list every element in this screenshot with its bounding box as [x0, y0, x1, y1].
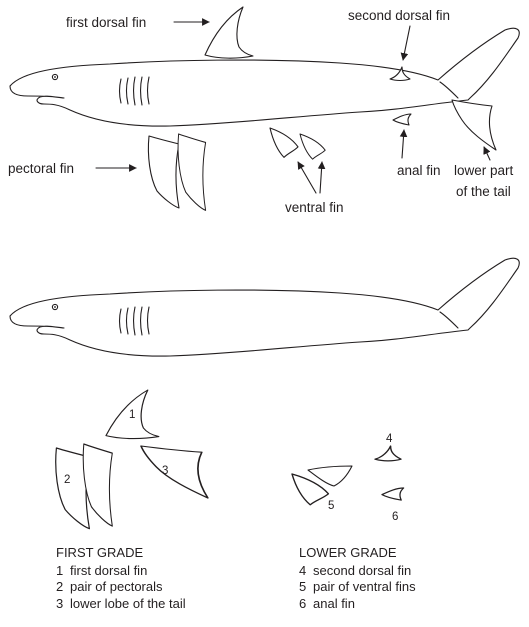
label-ventral-fin: ventral fin	[285, 162, 344, 215]
fin-4-second-dorsal: 4	[375, 433, 401, 461]
label-second-dorsal-fin: second dorsal fin	[348, 8, 450, 60]
label-first-dorsal-fin: first dorsal fin	[66, 15, 209, 30]
label-anal-fin: anal fin	[397, 130, 441, 178]
svg-text:4: 4	[386, 433, 393, 445]
fin-1-first-dorsal: 1	[106, 390, 159, 439]
svg-text:lower part: lower part	[454, 163, 514, 178]
shark-top	[10, 7, 519, 210]
svg-text:pectoral fin: pectoral fin	[8, 161, 74, 176]
svg-text:5: 5	[328, 500, 334, 512]
legend-heading: FIRST GRADE	[56, 545, 186, 562]
label-pectoral-fin: pectoral fin	[8, 161, 136, 176]
legend-heading: LOWER GRADE	[299, 545, 416, 562]
fin-2-pectorals: 2	[56, 444, 113, 529]
fin-3-lower-tail-lobe: 3	[141, 446, 208, 498]
svg-text:first dorsal fin: first dorsal fin	[66, 15, 146, 30]
fin-5-ventrals: 5	[292, 466, 352, 512]
svg-text:of the tail: of the tail	[456, 184, 511, 199]
svg-text:6: 6	[392, 511, 398, 523]
svg-text:second dorsal fin: second dorsal fin	[348, 8, 450, 23]
label-lower-part-of-the-tail: lower part of the tail	[454, 147, 514, 199]
fin-6-anal: 6	[382, 488, 404, 523]
svg-text:ventral fin: ventral fin	[285, 200, 344, 215]
shark-without-fins	[10, 258, 519, 356]
svg-text:3: 3	[162, 465, 168, 477]
svg-text:2: 2	[64, 474, 70, 486]
svg-text:anal fin: anal fin	[397, 163, 441, 178]
svg-text:1: 1	[129, 409, 135, 421]
